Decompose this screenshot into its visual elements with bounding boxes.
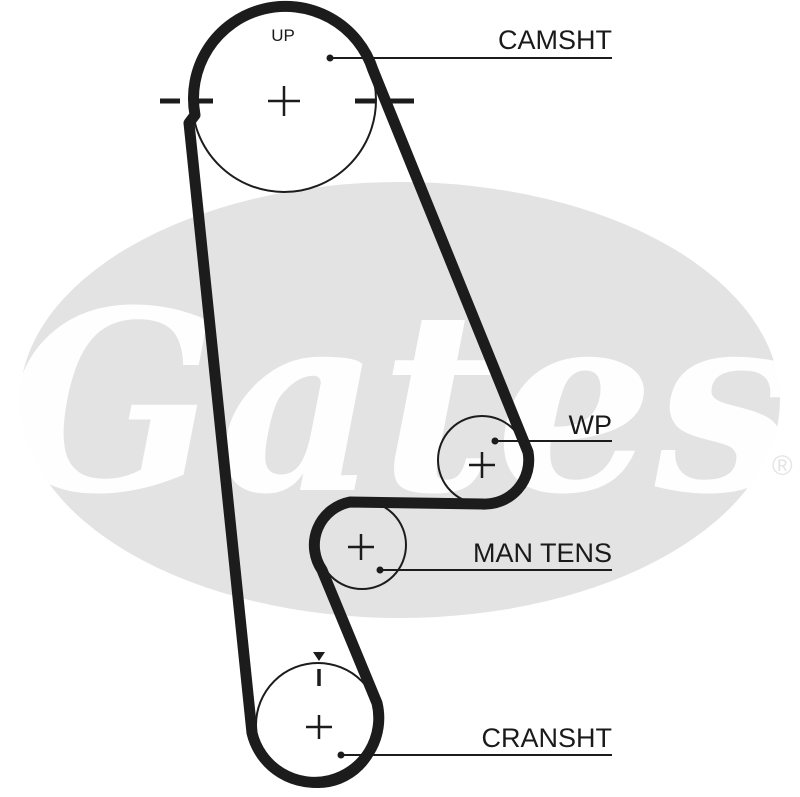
leader-dots xyxy=(326,54,499,759)
center-marks xyxy=(268,86,495,739)
timing-belt xyxy=(183,0,535,788)
tensioner-center-cross xyxy=(348,534,374,560)
leader-lines xyxy=(330,57,612,756)
tensioner-label: MAN TENS xyxy=(473,538,612,568)
water-pump-center-cross xyxy=(469,452,495,478)
gates-watermark: Gates ® xyxy=(5,182,795,618)
camshaft-center-cross xyxy=(268,86,300,116)
crankshaft-timing-mark xyxy=(313,652,325,686)
registered-mark: ® xyxy=(772,450,793,481)
crankshaft-label: CRANSHT xyxy=(481,723,612,753)
crankshaft-timing-arrow xyxy=(313,652,325,661)
camshaft-label: CAMSHT xyxy=(498,25,612,55)
up-label: UP xyxy=(271,26,295,45)
water-pump-label: WP xyxy=(569,410,613,440)
crankshaft-center-cross xyxy=(306,715,332,739)
